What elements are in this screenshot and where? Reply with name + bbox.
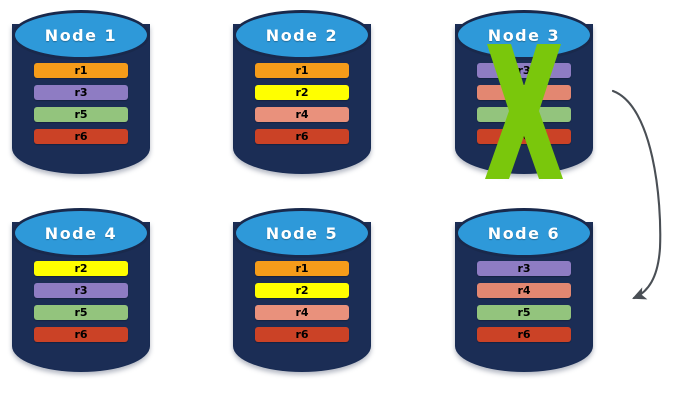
- replica-bar[interactable]: r1: [255, 261, 349, 276]
- replica-list: r1 r2 r4 r6: [255, 63, 349, 151]
- cylinder-top-ellipse: [455, 10, 593, 60]
- cylinder-top-ellipse: [12, 10, 150, 60]
- replica-bar[interactable]: r2: [34, 261, 128, 276]
- replica-bar[interactable]: r4: [255, 305, 349, 320]
- replica-bar[interactable]: r3: [477, 63, 571, 78]
- replica-bar[interactable]: r3: [34, 283, 128, 298]
- replica-bar[interactable]: r6: [255, 129, 349, 144]
- replica-bar[interactable]: r2: [255, 85, 349, 100]
- replica-bar[interactable]: r3: [34, 85, 128, 100]
- replica-bar[interactable]: r4: [477, 85, 571, 100]
- replica-list: r1 r3 r5 r6: [34, 63, 128, 151]
- replica-bar[interactable]: r6: [34, 327, 128, 342]
- replica-bar[interactable]: r6: [477, 327, 571, 342]
- replica-bar[interactable]: r1: [255, 63, 349, 78]
- cylinder-top-ellipse: [233, 10, 371, 60]
- replica-list: r2 r3 r5 r6: [34, 261, 128, 349]
- replica-list: r1 r2 r4 r6: [255, 261, 349, 349]
- replica-bar[interactable]: r3: [477, 261, 571, 276]
- replica-bar[interactable]: r6: [477, 129, 571, 144]
- replica-bar[interactable]: r5: [34, 107, 128, 122]
- cylinder-top-ellipse: [12, 208, 150, 258]
- arrow-path: [611, 89, 662, 300]
- replica-bar[interactable]: r6: [34, 129, 128, 144]
- cylinder-top-ellipse: [455, 208, 593, 258]
- replica-bar[interactable]: r1: [34, 63, 128, 78]
- replica-bar[interactable]: r5: [477, 305, 571, 320]
- replica-bar[interactable]: r4: [477, 283, 571, 298]
- replica-list: r3 r4 r5 r6: [477, 63, 571, 151]
- cylinder-top-ellipse: [233, 208, 371, 258]
- replica-bar[interactable]: r2: [255, 283, 349, 298]
- replica-bar[interactable]: r4: [255, 107, 349, 122]
- replica-list: r3 r4 r5 r6: [477, 261, 571, 349]
- replica-bar[interactable]: r5: [34, 305, 128, 320]
- replica-bar[interactable]: r5: [477, 107, 571, 122]
- replica-bar[interactable]: r6: [255, 327, 349, 342]
